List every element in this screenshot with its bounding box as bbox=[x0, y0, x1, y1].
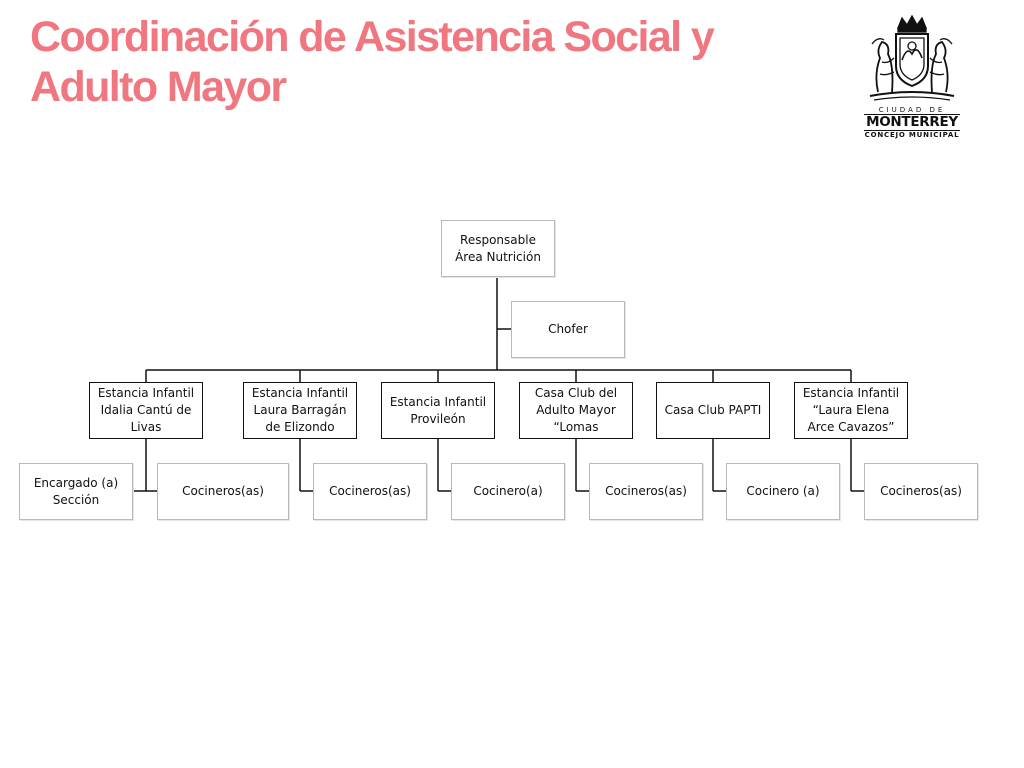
node-unit-casa-club-lomas: Casa Club del Adulto Mayor “Lomas bbox=[519, 382, 633, 439]
node-cocineros-idalia: Cocineros(as) bbox=[157, 463, 289, 520]
page-title: Coordinación de Asistencia Social y Adul… bbox=[30, 12, 790, 112]
node-cocinero-papti: Cocinero (a) bbox=[726, 463, 840, 520]
logo-rule bbox=[864, 114, 960, 115]
node-chofer: Chofer bbox=[511, 301, 625, 358]
node-unit-casa-club-papti: Casa Club PAPTI bbox=[656, 382, 770, 439]
node-encargado-seccion: Encargado (a) Sección bbox=[19, 463, 133, 520]
logo-monterrey: MONTERREY bbox=[866, 114, 958, 130]
logo-concejo-municipal: CONCEJO MUNICIPAL bbox=[864, 131, 960, 139]
node-cocineros-laura-elena: Cocineros(as) bbox=[864, 463, 978, 520]
node-cocineros-laura-barragan: Cocineros(as) bbox=[313, 463, 427, 520]
title-line-2: Adulto Mayor bbox=[30, 63, 287, 111]
node-unit-laura-elena-arce: Estancia Infantil “Laura Elena Arce Cava… bbox=[794, 382, 908, 439]
title-line-1: Coordinación de Asistencia Social y bbox=[30, 13, 715, 61]
node-cocinero-provileon: Cocinero(a) bbox=[451, 463, 565, 520]
node-responsable-area-nutricion: Responsable Área Nutrición bbox=[441, 220, 555, 277]
node-cocineros-lomas: Cocineros(as) bbox=[589, 463, 703, 520]
coat-of-arms-icon bbox=[869, 14, 955, 101]
node-unit-provileon: Estancia Infantil Provileón bbox=[381, 382, 495, 439]
node-unit-idalia-cantu: Estancia Infantil Idalia Cantú de Livas bbox=[89, 382, 203, 439]
logo-rule bbox=[864, 130, 960, 131]
logo-ciudad-de: CIUDAD DE bbox=[878, 106, 946, 114]
monterrey-logo: CIUDAD DE MONTERREY CONCEJO MUNICIPAL bbox=[858, 14, 966, 142]
node-unit-laura-barragan: Estancia Infantil Laura Barragán de Eliz… bbox=[243, 382, 357, 439]
